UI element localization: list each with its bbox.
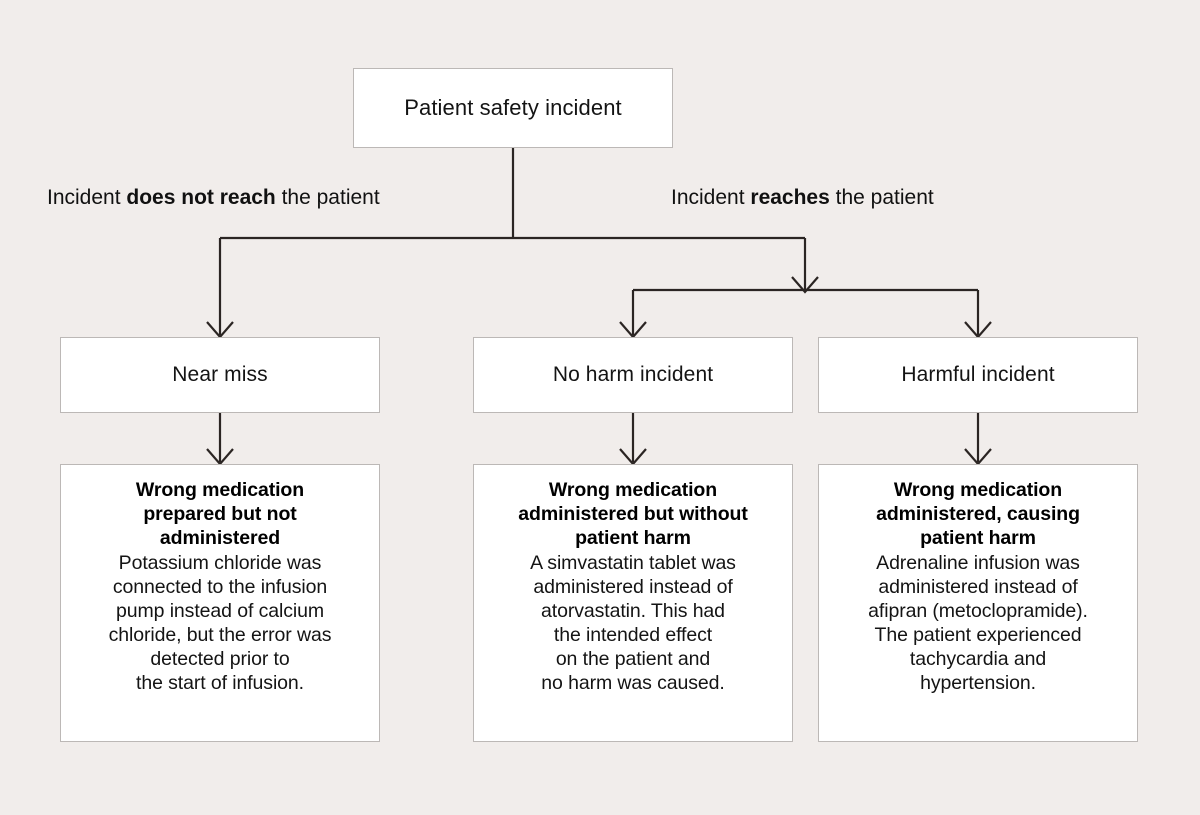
arrowhead-harmful-detail	[964, 448, 992, 466]
branch-label-emphasis: does not reach	[126, 186, 276, 209]
example-body: A simvastatin tablet was administered in…	[530, 551, 736, 694]
branch-label-reaches: Incident reaches the patient	[671, 185, 934, 210]
node-label: Near miss	[172, 363, 268, 387]
arrowhead-left-branch	[206, 321, 234, 339]
arrowhead-near-miss-detail	[206, 448, 234, 466]
arrowhead-no-harm-branch	[619, 321, 647, 339]
node-no-harm-incident[interactable]: No harm incident	[473, 337, 793, 413]
example-card-harmful[interactable]: Wrong medication administered, causing p…	[818, 464, 1138, 742]
branch-label-suffix: the patient	[829, 186, 934, 209]
example-body: Potassium chloride was connected to the …	[108, 551, 332, 694]
example-card-no-harm[interactable]: Wrong medication administered but withou…	[473, 464, 793, 742]
arrowhead-no-harm-detail	[619, 448, 647, 466]
node-label: Patient safety incident	[404, 94, 622, 120]
node-near-miss[interactable]: Near miss	[60, 337, 380, 413]
branch-label-prefix: Incident	[47, 186, 127, 209]
node-label: Harmful incident	[901, 363, 1055, 387]
node-harmful-incident[interactable]: Harmful incident	[818, 337, 1138, 413]
arrowhead-harmful-branch	[964, 321, 992, 339]
example-title: Wrong medication prepared but not admini…	[135, 479, 305, 549]
node-patient-safety-incident[interactable]: Patient safety incident	[353, 68, 673, 148]
arrowhead-right-branch	[791, 276, 819, 294]
example-body: Adrenaline infusion was administered ins…	[868, 551, 1088, 694]
example-card-near-miss[interactable]: Wrong medication prepared but not admini…	[60, 464, 380, 742]
example-title: Wrong medication administered but withou…	[518, 479, 748, 549]
branch-label-suffix: the patient	[275, 186, 380, 209]
node-label: No harm incident	[552, 363, 714, 387]
example-title: Wrong medication administered, causing p…	[876, 479, 1080, 549]
branch-label-emphasis: reaches	[750, 186, 830, 209]
branch-label-does-not-reach: Incident does not reach the patient	[47, 185, 380, 210]
branch-label-prefix: Incident	[671, 186, 751, 209]
